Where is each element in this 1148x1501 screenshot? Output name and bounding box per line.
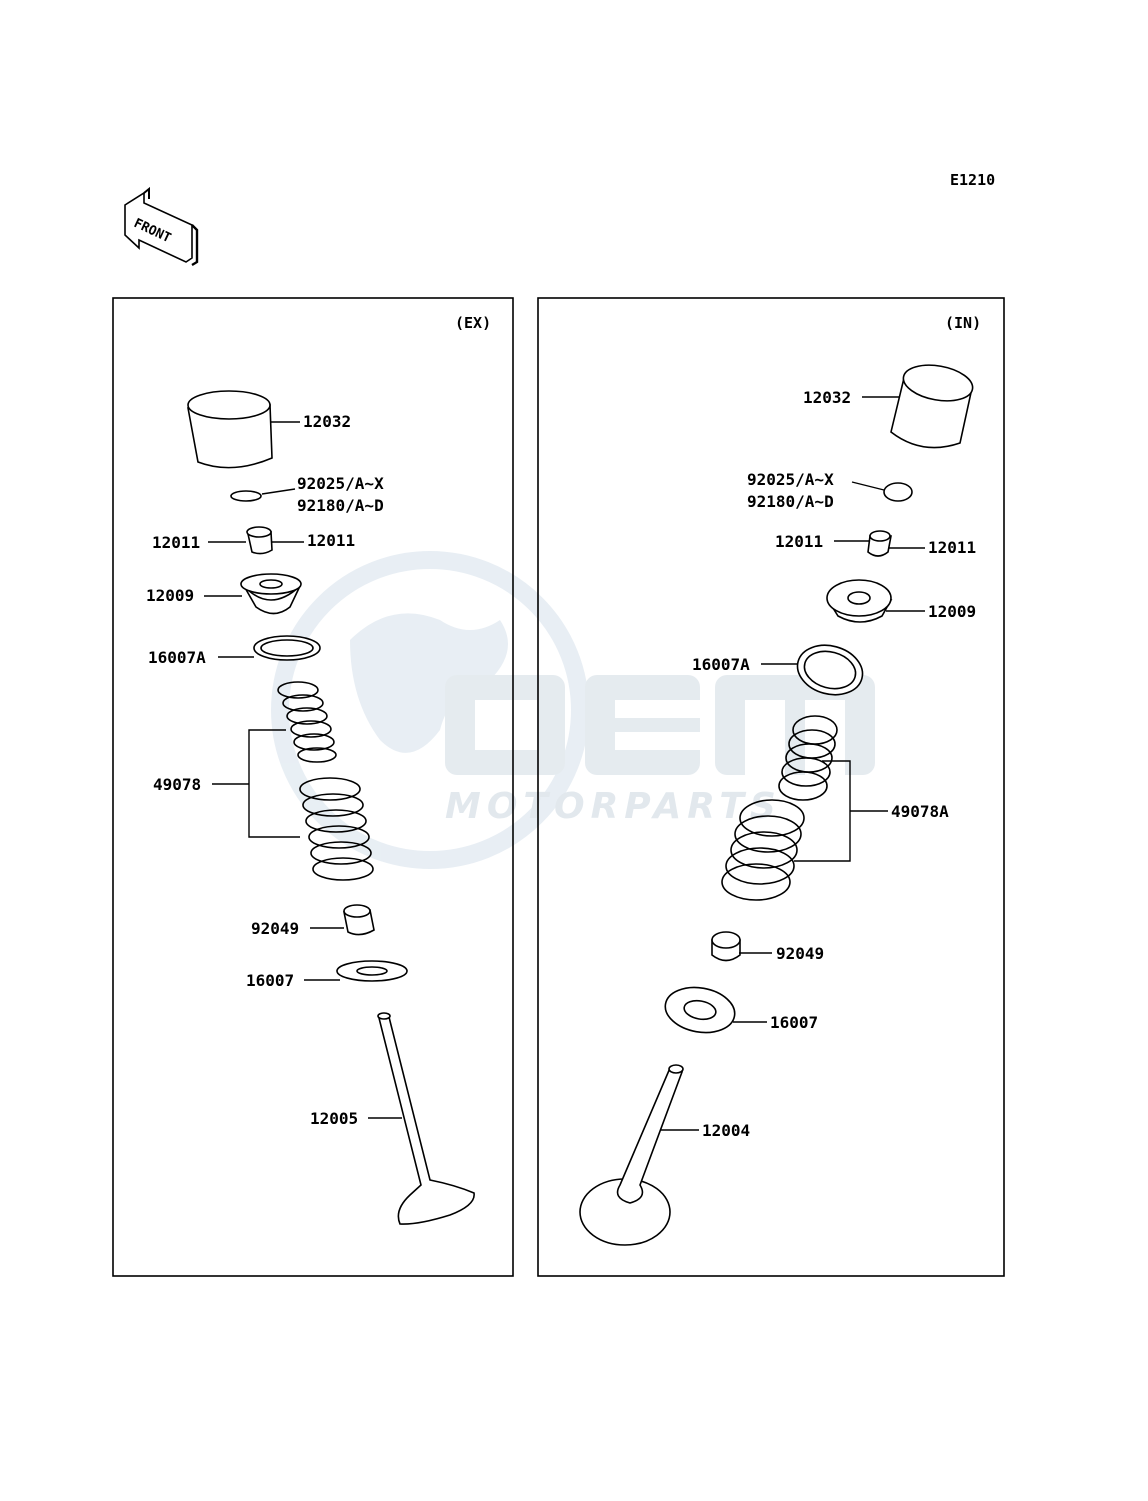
in-valve-12004 — [579, 1064, 684, 1246]
ex-label-92180: 92180/A~D — [297, 496, 384, 515]
intake-panel: (IN) 12032 92025/A~X 92180/A~D 12011 120… — [537, 297, 1005, 1277]
ex-label-92049: 92049 — [251, 919, 299, 938]
exhaust-panel-frame — [112, 297, 514, 1277]
ex-label-12005: 12005 — [310, 1109, 358, 1128]
in-label-12011-left: 12011 — [775, 532, 823, 551]
ex-shim — [230, 490, 262, 502]
front-arrow-icon: FRONT — [124, 186, 199, 267]
ex-valve-springs-49078 — [277, 681, 374, 881]
ex-keeper-12011 — [246, 526, 273, 555]
exhaust-panel: (EX) 12032 92025/A~X 92180/A~D 12011 120… — [112, 297, 514, 1277]
watermark: MOTORPARTS — [271, 551, 875, 869]
in-label-92049: 92049 — [776, 944, 824, 963]
ex-label-49078: 49078 — [153, 775, 201, 794]
in-label-12032: 12032 — [803, 388, 851, 407]
in-retainer-12009 — [826, 579, 893, 623]
exhaust-panel-header: (EX) — [455, 314, 491, 332]
in-shim — [883, 482, 913, 502]
in-stem-seal-92049 — [711, 931, 741, 962]
ex-retainer-12009 — [240, 573, 302, 615]
ex-label-16007A: 16007A — [148, 648, 206, 667]
in-valve-springs-49078A — [721, 715, 838, 901]
ex-valve-12005 — [377, 1012, 475, 1225]
ex-tappet-12032 — [187, 390, 273, 469]
ex-label-12011-right: 12011 — [307, 531, 355, 550]
in-tappet-12032 — [890, 364, 974, 449]
ex-label-12032: 12032 — [303, 412, 351, 431]
intake-panel-frame — [537, 297, 1005, 1277]
in-spring-seat-16007A — [796, 644, 864, 696]
ex-spring-seat-16007A — [253, 635, 321, 661]
in-washer-16007 — [664, 986, 736, 1034]
ex-label-12011-left: 12011 — [152, 533, 200, 552]
in-label-16007A: 16007A — [692, 655, 750, 674]
in-keeper-12011 — [867, 530, 892, 557]
diagram-code: E1210 — [950, 171, 995, 189]
in-label-16007: 16007 — [770, 1013, 818, 1032]
ex-washer-16007 — [336, 960, 408, 982]
ex-label-16007: 16007 — [246, 971, 294, 990]
ex-label-12009: 12009 — [146, 586, 194, 605]
in-label-12004: 12004 — [702, 1121, 750, 1140]
in-label-92180: 92180/A~D — [747, 492, 834, 511]
in-label-92025: 92025/A~X — [747, 470, 834, 489]
in-label-49078A: 49078A — [891, 802, 949, 821]
in-label-12011-right: 12011 — [928, 538, 976, 557]
ex-stem-seal-92049 — [343, 904, 375, 936]
watermark-subtitle: MOTORPARTS — [445, 786, 782, 827]
intake-panel-header: (IN) — [945, 314, 981, 332]
ex-label-92025: 92025/A~X — [297, 474, 384, 493]
in-label-12009: 12009 — [928, 602, 976, 621]
